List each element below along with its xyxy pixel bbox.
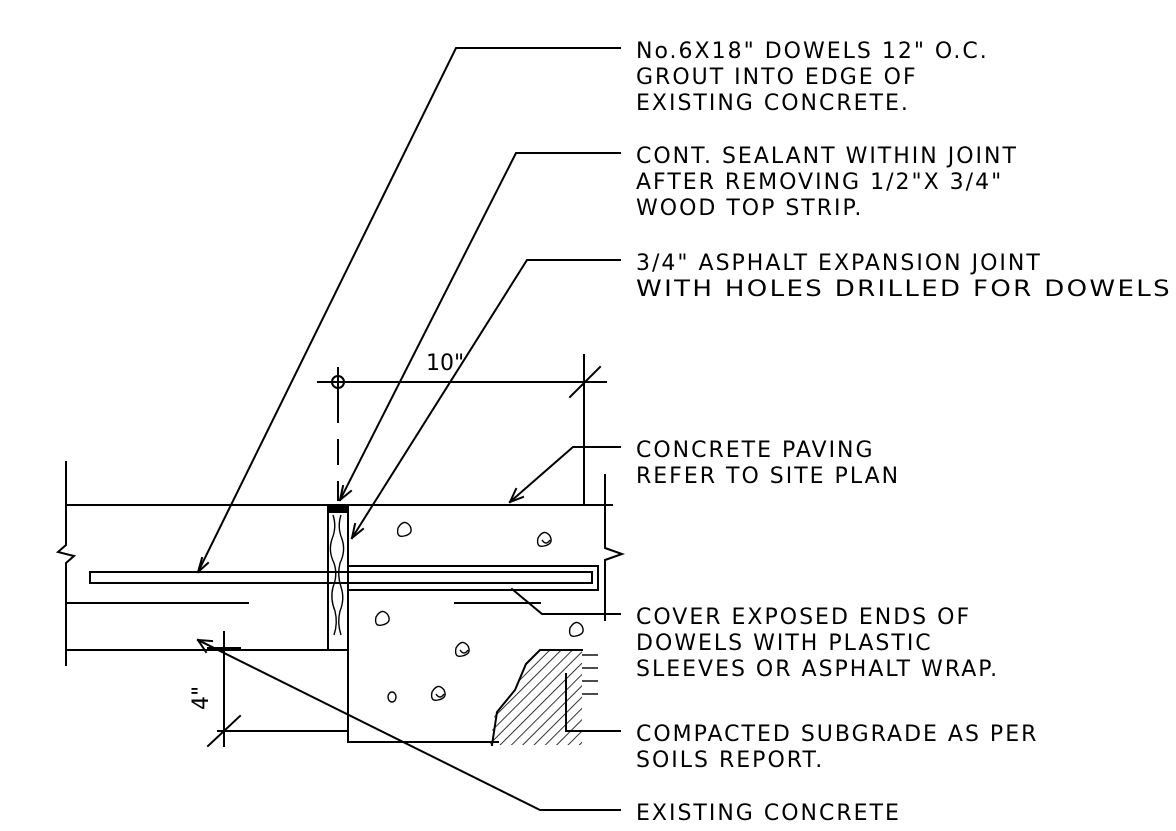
subgrade-edge bbox=[490, 649, 583, 747]
note-dowel-ends: COVER EXPOSED ENDS OF DOWELS WITH PLASTI… bbox=[636, 605, 999, 682]
note-sealant-line-1: CONT. SEALANT WITHIN JOINT bbox=[636, 144, 1018, 169]
note-dowels-line-3: EXISTING CONCRETE. bbox=[636, 91, 910, 116]
dim-10-label: 10" bbox=[426, 351, 464, 376]
leader-existing-arrow bbox=[196, 638, 214, 654]
left-break-line bbox=[55, 461, 77, 666]
leader-dowel-ends bbox=[510, 587, 621, 615]
note-subgrade-line-2: SOILS REPORT. bbox=[636, 748, 824, 773]
leader-expansion-joint bbox=[350, 259, 621, 540]
leader-paving bbox=[508, 446, 621, 504]
aggregate-4 bbox=[454, 641, 470, 658]
note-dowel-ends-line-3: SLEEVES OR ASPHALT WRAP. bbox=[636, 657, 999, 682]
subgrade-hatch-area bbox=[490, 650, 582, 745]
leader-sealant-arrow bbox=[338, 484, 353, 502]
subgrade-hatch bbox=[490, 649, 598, 747]
leader-sealant bbox=[338, 152, 621, 502]
note-paving-line-1: CONCRETE PAVING bbox=[636, 438, 875, 463]
leader-expansion-arrow bbox=[350, 522, 365, 540]
note-dowels-line-2: GROUT INTO EDGE OF bbox=[636, 65, 918, 90]
leader-existing bbox=[196, 638, 621, 811]
aggregate-7 bbox=[430, 685, 446, 702]
slab-geometry bbox=[55, 461, 626, 743]
aggregate-1 bbox=[396, 521, 412, 538]
note-sealant-line-3: WOOD TOP STRIP. bbox=[636, 196, 863, 221]
note-expansion-joint: 3/4" ASPHALT EXPANSION JOINT WITH HOLES … bbox=[636, 251, 1172, 302]
aggregate-3 bbox=[374, 610, 390, 627]
note-existing: EXISTING CONCRETE bbox=[636, 801, 901, 826]
leader-paving-arrow bbox=[508, 487, 525, 504]
aggregate-symbols bbox=[374, 521, 584, 703]
aggregate-6 bbox=[387, 691, 397, 703]
note-paving-line-2: REFER TO SITE PLAN bbox=[636, 464, 900, 489]
note-dowels: No.6X18" DOWELS 12" O.C. GROUT INTO EDGE… bbox=[636, 39, 989, 116]
dowel-bar bbox=[89, 571, 593, 584]
note-expansion-line-1: 3/4" ASPHALT EXPANSION JOINT bbox=[636, 251, 1042, 276]
aggregate-5 bbox=[568, 621, 584, 638]
note-sealant: CONT. SEALANT WITHIN JOINT AFTER REMOVIN… bbox=[636, 144, 1018, 221]
note-paving: CONCRETE PAVING REFER TO SITE PLAN bbox=[636, 438, 900, 489]
dim-4-label: 4" bbox=[189, 686, 214, 710]
leader-dowels bbox=[196, 47, 621, 574]
note-sealant-line-2: AFTER REMOVING 1/2"X 3/4" bbox=[636, 170, 1003, 195]
note-subgrade: COMPACTED SUBGRADE AS PER SOILS REPORT. bbox=[636, 722, 1038, 773]
note-dowel-ends-line-2: DOWELS WITH PLASTIC bbox=[636, 631, 933, 656]
note-subgrade-line-1: COMPACTED SUBGRADE AS PER bbox=[636, 722, 1038, 747]
right-break-line bbox=[604, 474, 626, 621]
sealant-strip bbox=[329, 505, 348, 513]
leaders bbox=[196, 47, 621, 811]
notes: No.6X18" DOWELS 12" O.C. GROUT INTO EDGE… bbox=[636, 39, 1172, 826]
leader-dowels-arrow bbox=[196, 556, 210, 574]
note-dowels-line-1: No.6X18" DOWELS 12" O.C. bbox=[636, 39, 989, 64]
note-expansion-line-2: WITH HOLES DRILLED FOR DOWELS bbox=[636, 277, 1172, 302]
note-existing-line-1: EXISTING CONCRETE bbox=[636, 801, 901, 826]
joint-filler-grain-2 bbox=[338, 514, 345, 636]
note-dowel-ends-line-1: COVER EXPOSED ENDS OF bbox=[636, 605, 971, 630]
leader-subgrade bbox=[565, 673, 621, 732]
joint-filler-grain-1 bbox=[329, 514, 337, 636]
aggregate-2 bbox=[536, 531, 552, 548]
